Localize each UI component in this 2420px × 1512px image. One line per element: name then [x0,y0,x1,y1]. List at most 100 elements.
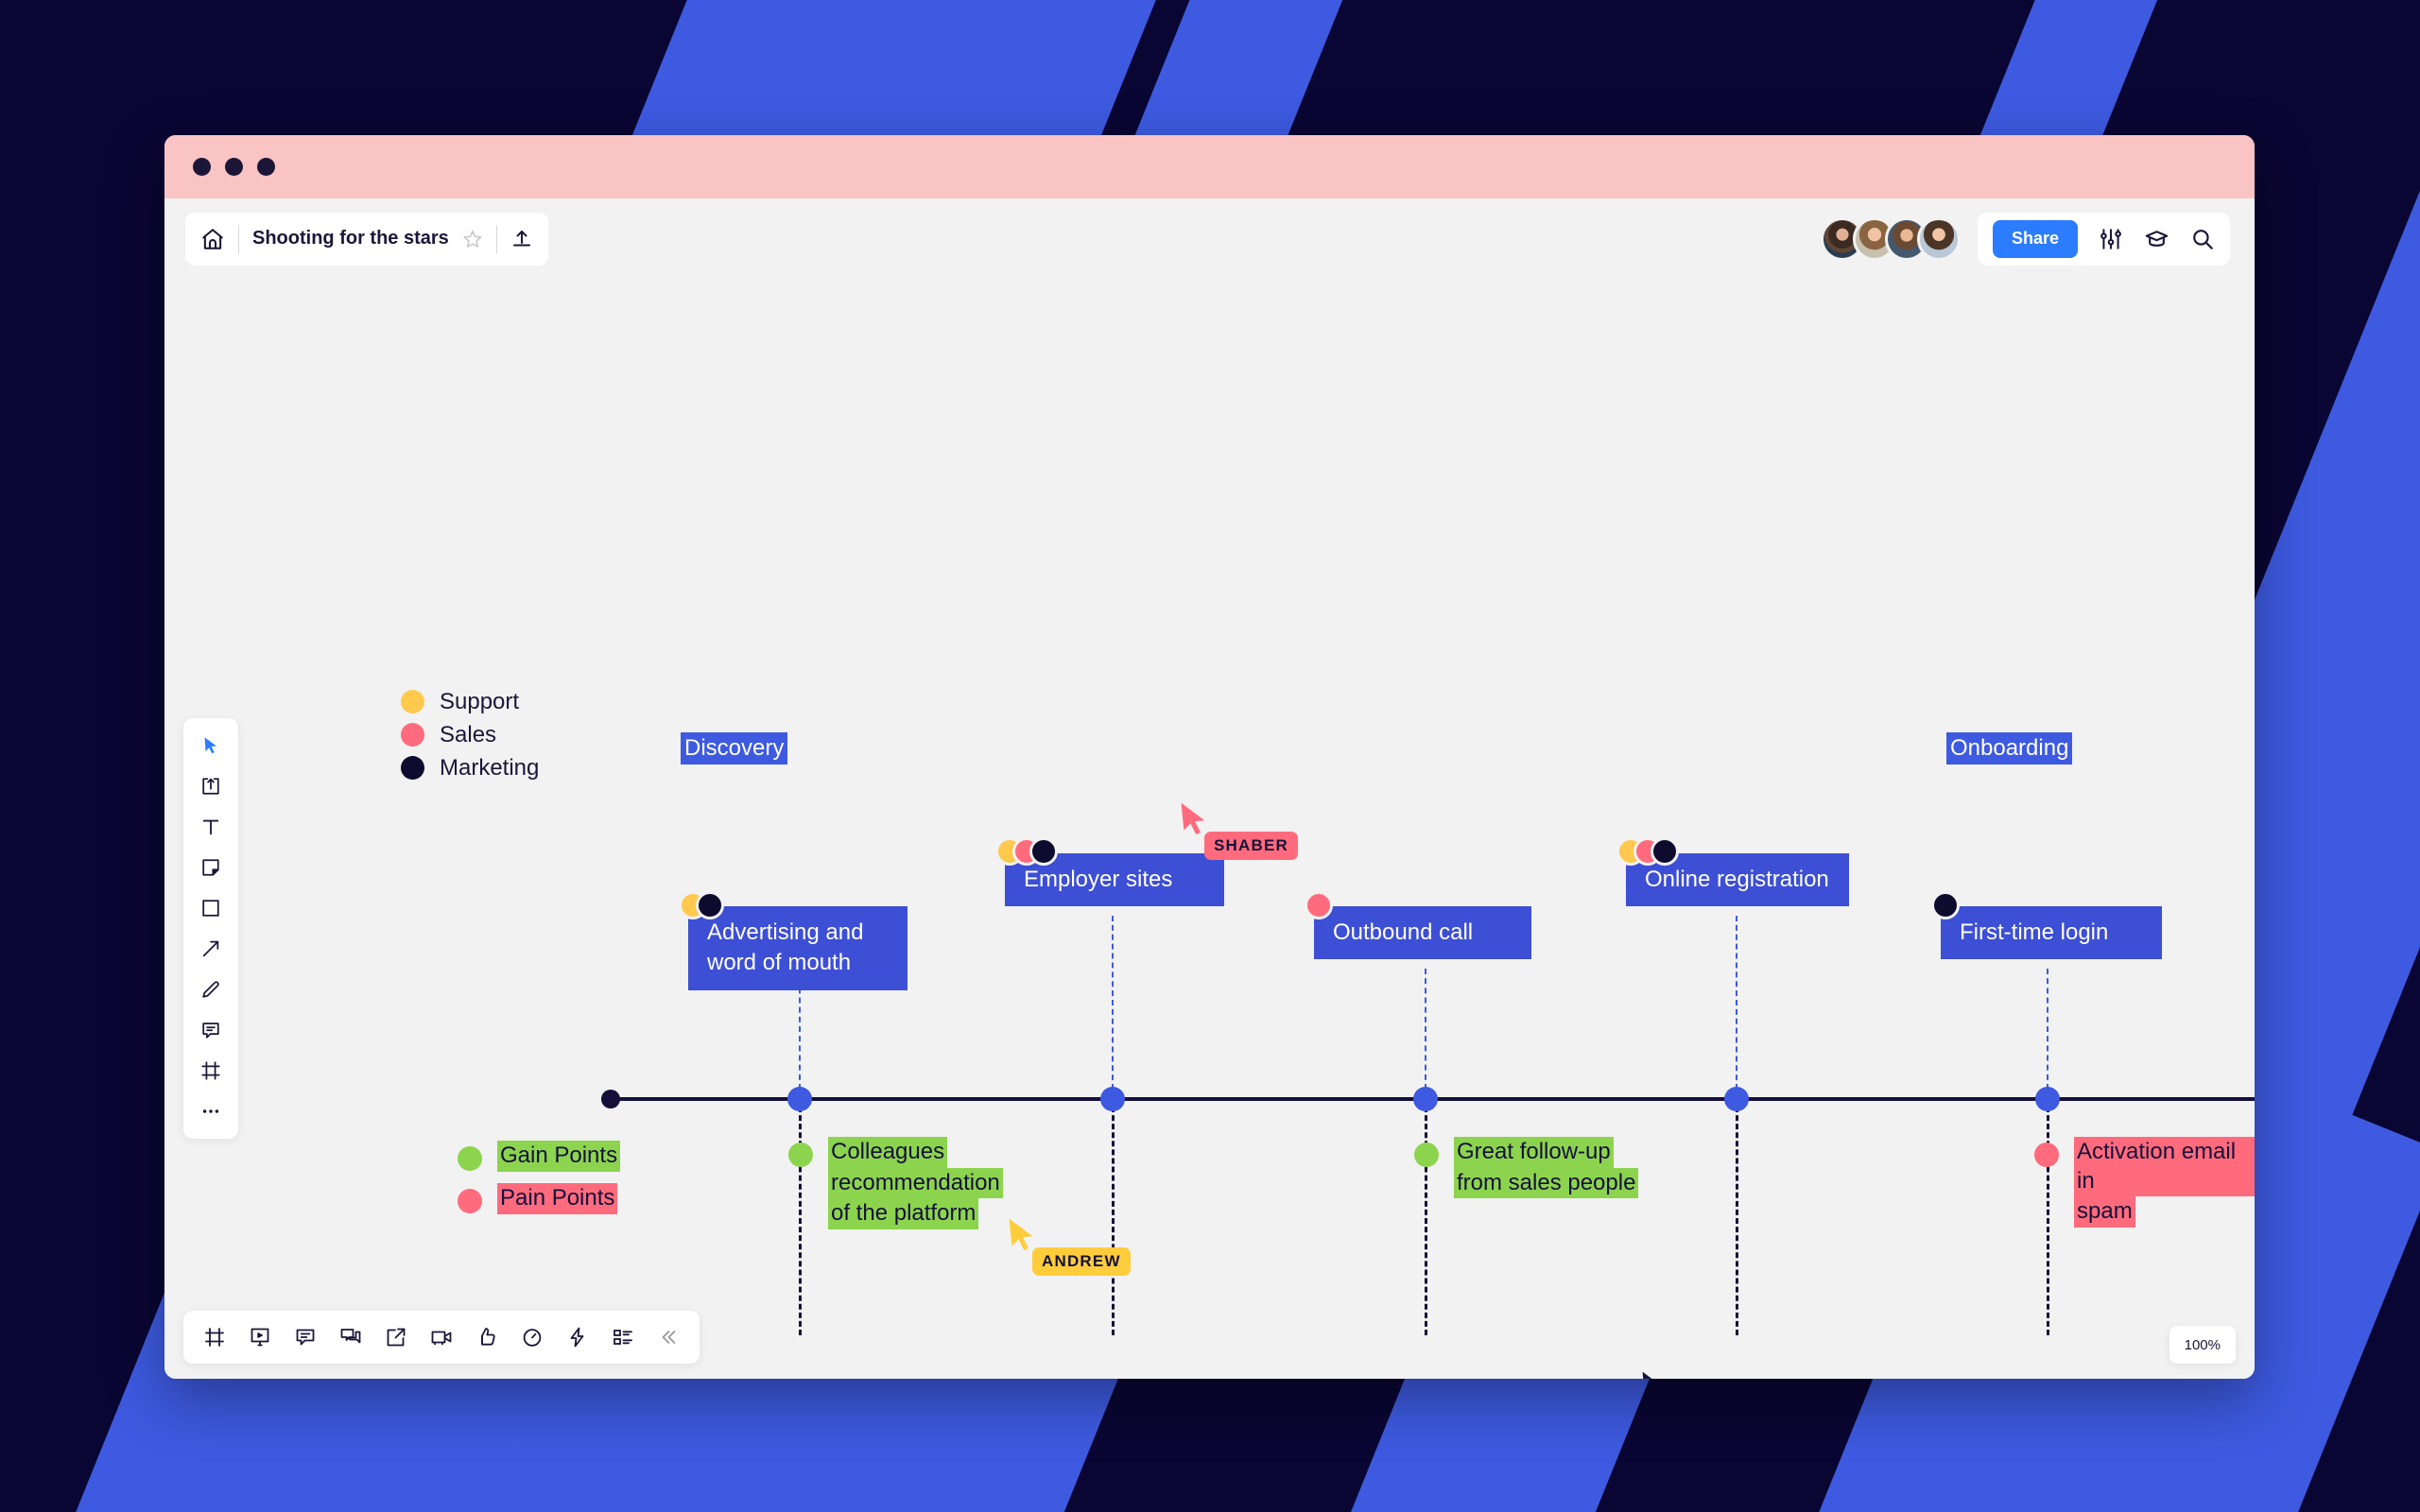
timeline-node[interactable] [787,1087,812,1111]
search-icon[interactable] [2190,227,2215,251]
note-line: Great follow-up [1454,1137,1614,1168]
export-icon[interactable] [378,1319,414,1355]
channel-dot-marketing [1029,837,1058,866]
thumbs-up-icon[interactable] [469,1319,505,1355]
note-line: recommendation [828,1167,1003,1199]
star-outline-icon[interactable] [462,229,483,249]
legend-dot [401,723,424,747]
topbar-left-group: Shooting for the stars [185,212,548,266]
leader-line [1736,1107,1738,1335]
leader-line [1112,1107,1115,1335]
milestone-card[interactable]: Advertising and word of mouth [688,906,908,990]
chat-icon[interactable] [333,1319,369,1355]
gain-points-dot [458,1146,482,1171]
note-line: Pain Points [497,1183,618,1214]
timeline-node[interactable] [1724,1087,1749,1111]
stage-tag-discovery[interactable]: Discovery [681,732,788,765]
collaborator-avatars[interactable] [1820,216,1961,261]
sticky-note-tool[interactable] [190,850,232,885]
topbar-right-group: Share [1820,212,2230,266]
stage-tag-onboarding[interactable]: Onboarding [1946,732,2073,765]
milestone-card[interactable]: First-time login [1941,906,2162,960]
text-tool[interactable] [190,809,232,845]
milestone-card[interactable]: Outbound call [1314,906,1531,960]
comment-list-icon[interactable] [287,1319,323,1355]
timeline-node[interactable] [1413,1087,1438,1111]
document-chip: Shooting for the stars [185,212,548,266]
milestone-card-dots [1616,837,1679,866]
page-title: Shooting for the stars [252,228,449,249]
present-icon[interactable] [242,1319,278,1355]
note-text: Colleagues recommendation of the platfor… [828,1137,1003,1230]
channel-legend: Support Sales Marketing [401,685,539,784]
gain-note[interactable]: Colleagues recommendation of the platfor… [788,1137,1003,1230]
frame-tool[interactable] [190,1053,232,1089]
maximize-button[interactable] [257,158,275,176]
comment-tool[interactable] [190,1012,232,1048]
app-topbar: Shooting for the stars [164,198,2255,279]
square-tool[interactable] [190,890,232,926]
pain-points-legend[interactable]: Pain Points [458,1183,618,1214]
zoom-level[interactable]: 100% [2169,1326,2236,1364]
frames-icon[interactable] [197,1319,233,1355]
channel-dot-marketing [696,891,724,919]
pain-note[interactable]: Activation email in spam [2034,1137,2255,1228]
legend-dot [401,756,424,780]
milestone-card-dots [995,837,1058,866]
timeline-node[interactable] [2035,1087,2060,1111]
cursor-andrew: ANDREW [1006,1217,1131,1276]
leader-line [799,969,801,1090]
cursor-label: SHABER [1204,832,1298,860]
leader-line [1425,1107,1427,1335]
note-dot [788,1143,813,1167]
lightning-icon[interactable] [560,1319,596,1355]
note-line: of the platform [828,1198,979,1230]
note-text: Activation email in spam [2074,1137,2255,1228]
board-canvas[interactable]: Support Sales Marketing Gain Points [164,279,2255,1379]
leader-line [2047,969,2048,1090]
timeline-node[interactable] [1100,1087,1125,1111]
chevrons-left-icon[interactable] [650,1319,686,1355]
milestone-card-dots [1931,891,1960,919]
divider [495,224,497,253]
timer-icon[interactable] [514,1319,550,1355]
gain-note[interactable]: Great follow-up from sales people [1414,1137,1639,1199]
pen-tool[interactable] [190,971,232,1007]
sliders-icon[interactable] [2099,227,2123,251]
bottom-toolbar [183,1311,700,1364]
more-tools-ellipsis-icon[interactable] [190,1093,232,1129]
share-button[interactable]: Share [1992,219,2078,258]
legend-dot [401,690,424,713]
upload-tool[interactable] [190,768,232,804]
note-line: spam [2074,1196,2135,1228]
channel-dot-marketing [1931,891,1960,919]
app-window: Shooting for the stars [164,135,2255,1379]
legend-item-marketing: Marketing [401,751,539,784]
home-icon[interactable] [200,227,225,251]
avatar[interactable] [1916,216,1961,261]
legend-item-sales: Sales [401,718,539,751]
note-line: from sales people [1454,1167,1639,1199]
graduation-cap-icon[interactable] [2144,226,2169,251]
leader-line [1112,916,1114,1090]
pain-points-dot [458,1189,482,1213]
channel-dot-sales [1305,891,1333,919]
legend-label: Support [440,688,520,714]
minimize-button[interactable] [225,158,243,176]
gain-points-text: Gain Points [497,1141,621,1172]
milestone-card-dots [1305,891,1333,919]
leader-line [1736,916,1737,1090]
left-toolbar [183,718,238,1139]
select-tool[interactable] [190,728,232,764]
upload-icon[interactable] [510,228,533,250]
leader-line [1425,969,1426,1090]
video-camera-icon[interactable] [424,1319,459,1355]
gain-points-legend[interactable]: Gain Points [458,1141,621,1172]
list-icon[interactable] [605,1319,641,1355]
note-line: Activation email in [2074,1137,2255,1197]
arrow-tool[interactable] [190,931,232,967]
legend-item-support: Support [401,685,539,718]
close-button[interactable] [193,158,211,176]
note-dot [2034,1143,2059,1167]
